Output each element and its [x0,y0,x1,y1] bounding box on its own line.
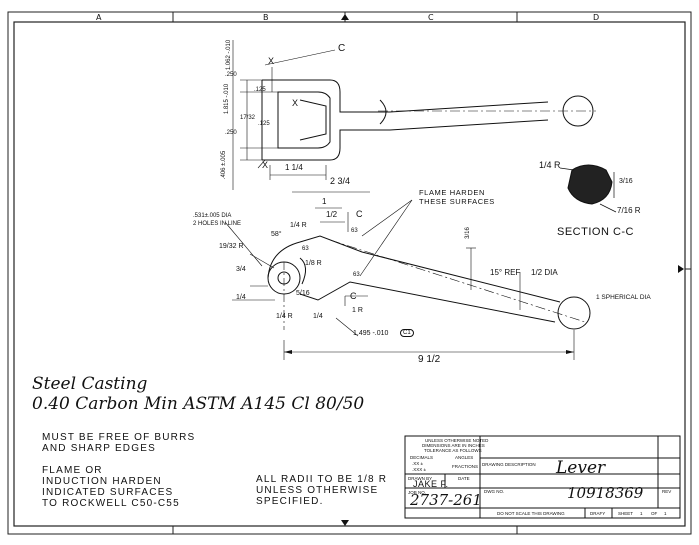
zone-letter: C [428,13,434,22]
dimension-label: 5/16 [296,290,310,297]
section-dimension: 3/16 [619,178,633,185]
mark-x: X [262,160,269,170]
dimension-label: .125 [254,87,266,93]
holes-note: .531±.005 DIA [193,213,232,219]
dimension-label: 1/2 [326,210,338,219]
center-mark-bottom [341,520,349,526]
mark-x: X [292,98,299,108]
drawn-by-value: JAKE F. [413,479,449,489]
sheet-label: SHEET [618,511,634,516]
section-radius-label: 1/4 R [539,160,561,170]
finish-mark: 63 [353,272,360,278]
top-view [232,40,596,190]
of-label: OF [651,511,658,516]
dimension-label: 17/32 [240,115,256,121]
of-value: 1 [664,511,667,516]
tolerance-header: DIMENSIONS ARE IN INCHES [422,443,485,448]
tolerance-header: UNLESS OTHERWISE NOTED [425,438,489,443]
center-mark-right [678,265,684,273]
angle-label: 58° [271,231,282,238]
tolerance-label: .XXX ± [412,467,426,472]
dimension-label: 9 1/2 [418,354,441,365]
note-line: ALL RADII TO BE 1/8 R [256,474,388,485]
dimension-label: 1 [322,197,327,206]
dimension-label: 1/4 [236,294,246,301]
cut-label: C [338,43,346,54]
flame-note: THESE SURFACES [419,197,495,206]
material-note: 0.40 Carbon Min ASTM A145 Cl 80/50 [32,394,365,414]
tolerance-label: FRACTIONS [452,464,479,469]
description-value: Lever [556,458,606,478]
rev-label: REV [662,489,672,494]
dimension-label: 1 R [352,307,363,314]
dwg-no-value: 10918369 [567,484,644,502]
finish-mark: 63 [351,228,358,234]
dimension-label: 2 3/4 [330,176,351,186]
drawn-by-label: DRAWN BY [408,476,433,481]
dimension-label: 1/2 DIA [531,268,558,277]
angle-label: 15° REF [490,268,521,277]
dimension-label: 1.815 -.010 [224,83,231,115]
sheet-value: 1 [640,511,643,516]
do-not-scale: DO NOT SCALE THIS DRAWING [497,511,565,516]
zone-letter: A [96,13,102,22]
tolerance-label: .XX ± [412,461,423,466]
date-label: DATE [458,476,470,481]
dimension-label: .250 [225,72,237,78]
dimension-label: 1.062 -.010 [226,39,233,71]
holes-note: 2 HOLES IN LINE [193,221,242,227]
section-title: SECTION C-C [557,226,634,238]
dimension-label: .125 [258,121,270,127]
note-line: INDICATED SURFACES [42,487,174,498]
section-radius-label: 7/16 R [617,206,641,215]
note-line: AND SHARP EDGES [42,443,156,454]
dimension-label: 1 SPHERICAL DIA [596,294,651,301]
description-label: DRAWING DESCRIPTION [482,462,536,467]
dimension-label: .250 [225,130,237,136]
job-no-value: 2737-261 [410,491,482,509]
drafy-label: DRAFY [590,511,606,516]
dimension-label: 1/4 R [276,313,293,320]
tolerance-label: ANGLES [455,455,474,460]
note-line: FLAME OR [42,465,103,476]
job-no-label: JOB NO. [408,490,427,495]
note-line: INDUCTION HARDEN [42,476,162,487]
zone-letter: D [593,13,600,22]
mark-x: X [268,56,275,66]
material-note: Steel Casting [32,374,148,394]
dimension-label: 1/4 R [290,222,307,229]
finish-mark: 63 [302,246,309,252]
note-line: TO ROCKWELL C50-C55 [42,498,180,509]
dimension-label: 1/8 R [305,260,322,267]
cut-label: C [356,209,363,219]
note-line: UNLESS OTHERWISE [256,485,379,496]
dimension-label: .406 ±.005 [221,150,228,180]
note-line: SPECIFIED. [256,496,324,507]
flame-note: FLAME HARDEN [419,188,485,197]
dimension-label: 19/32 R [219,243,244,250]
section-c-c [559,164,617,213]
title-block-frame [404,435,681,519]
dimension-label: 3/16 [464,227,471,239]
dwg-no-label: DWG NO. [484,489,505,494]
cut-label: C [350,291,357,301]
tolerance-header: TOLERANCE AS FOLLOWS [424,448,482,453]
zone-letter: B [263,13,269,22]
dimension-label: 1.495 -.010 [353,330,389,337]
datum-label: C1 [400,329,414,337]
note-line: MUST BE FREE OF BURRS [42,432,196,443]
tolerance-label: DECIMALS [410,455,434,460]
dimension-label: 1/4 [313,313,323,320]
dimension-label: 1 1/4 [285,163,303,172]
center-mark-top [341,14,349,20]
front-view [224,191,591,360]
dimension-label: 3/4 [236,266,246,273]
